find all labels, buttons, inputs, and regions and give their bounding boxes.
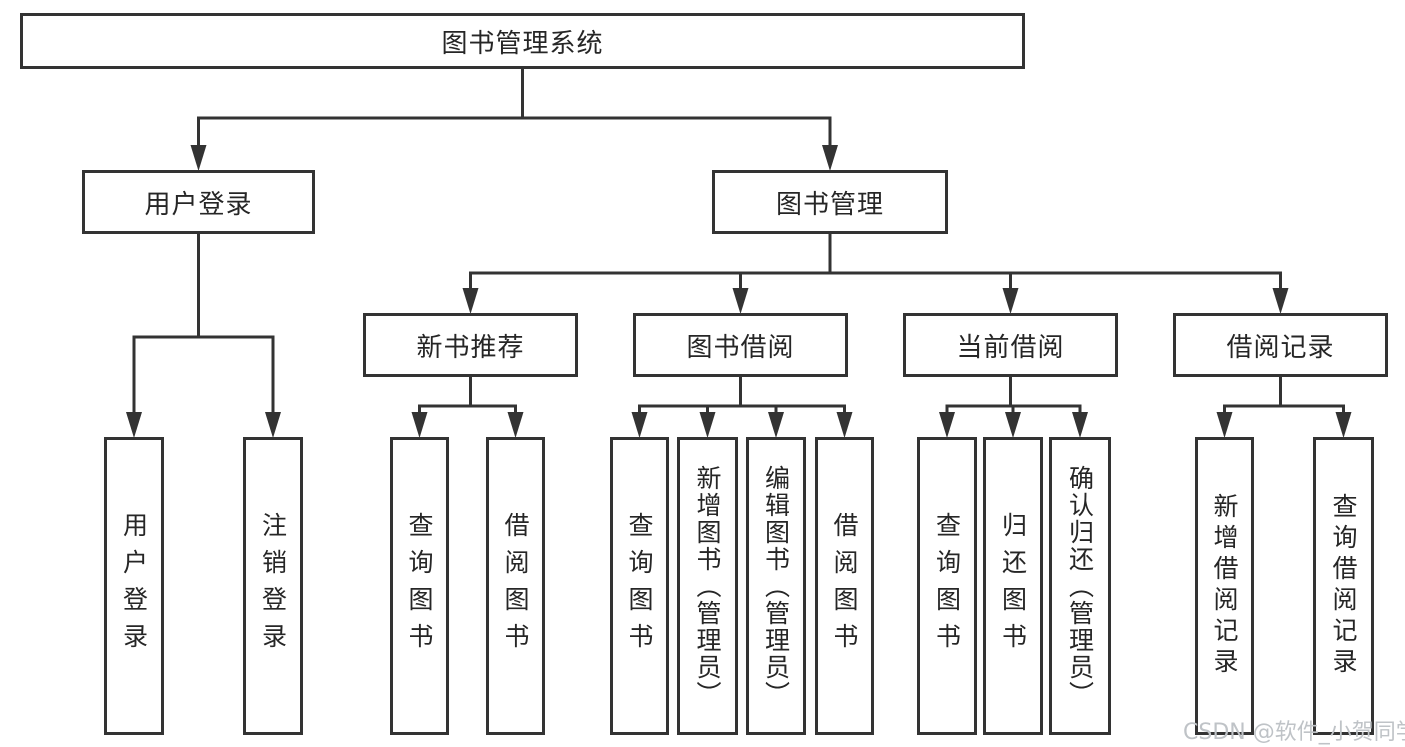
node-book-management: 图书管理 [712,170,948,234]
leaf-label: 查询借阅记录 [1329,493,1358,679]
leaf-current-return-books: 归还图书 [983,437,1043,735]
leaf-label: 归还图书 [998,512,1028,660]
leaf-label: 查询图书 [625,512,654,660]
leaf-label: 查询图书 [932,512,962,660]
leaf-label: 新增图书（管理员） [693,464,722,708]
leaf-borrowing-borrow-books: 借阅图书 [815,437,874,735]
node-label: 新书推荐 [416,332,525,363]
node-current-borrowing: 当前借阅 [903,313,1118,377]
leaf-current-confirm-return-admin: 确认归还（管理员） [1049,437,1111,735]
node-library-system: 图书管理系统 [20,13,1025,69]
leaf-current-query-books: 查询图书 [917,437,977,735]
leaf-label: 借阅图书 [501,512,530,660]
node-label: 图书借阅 [686,332,795,363]
node-new-book-recommendation: 新书推荐 [363,313,578,377]
leaf-label: 用户登录 [119,512,149,660]
node-borrowing-records: 借阅记录 [1173,313,1388,377]
leaf-label: 确认归还（管理员） [1065,464,1095,708]
node-label: 借阅记录 [1226,332,1335,363]
leaf-records-add-record: 新增借阅记录 [1195,437,1254,735]
leaf-records-query-record: 查询借阅记录 [1313,437,1374,735]
node-label: 图书管理 [775,189,884,220]
leaf-label: 借阅图书 [830,512,859,660]
node-label: 图书管理系统 [441,28,604,59]
leaf-label: 注销登录 [258,512,288,660]
leaf-newbook-borrow-books: 借阅图书 [486,437,545,735]
leaf-borrowing-query-books: 查询图书 [610,437,669,735]
node-label: 用户登录 [144,189,253,220]
csdn-watermark: CSDN @软件_小贺同学 [1183,720,1405,745]
leaf-label: 查询图书 [405,512,434,660]
leaf-user-login: 用户登录 [104,437,164,735]
leaf-borrowing-add-books-admin: 新增图书（管理员） [677,437,738,735]
node-label: 当前借阅 [956,332,1065,363]
leaf-label: 新增借阅记录 [1210,493,1239,679]
node-user-login: 用户登录 [82,170,315,234]
leaf-newbook-query-books: 查询图书 [390,437,449,735]
leaf-label: 编辑图书（管理员） [761,464,791,708]
node-book-borrowing: 图书借阅 [633,313,848,377]
leaf-borrowing-edit-books-admin: 编辑图书（管理员） [746,437,806,735]
leaf-logout: 注销登录 [243,437,303,735]
